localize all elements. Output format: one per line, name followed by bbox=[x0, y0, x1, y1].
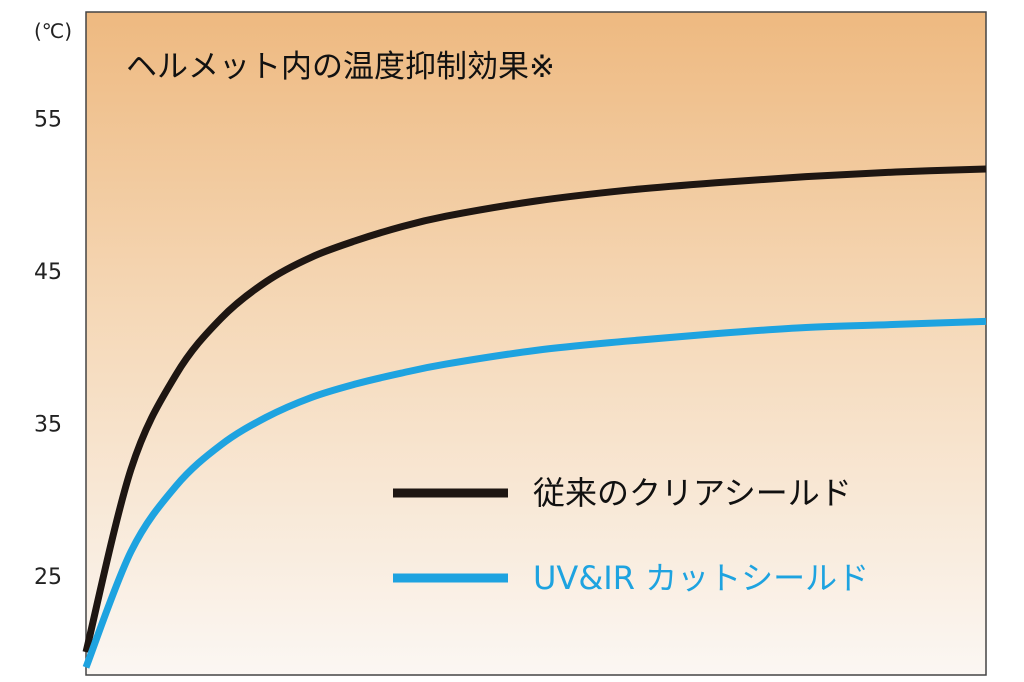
plot-area bbox=[85, 11, 987, 676]
y-tick-label: 45 bbox=[34, 260, 62, 285]
legend-label-2: UV&IR カットシールド bbox=[533, 559, 869, 597]
y-tick-label: 55 bbox=[34, 108, 62, 133]
chart-title: ヘルメット内の温度抑制効果※ bbox=[126, 49, 555, 85]
y-tick-label: 35 bbox=[34, 413, 62, 438]
legend-label-1: 従来のクリアシールド bbox=[533, 474, 852, 512]
y-unit-label: (℃) bbox=[34, 19, 72, 43]
series-line-1 bbox=[82, 165, 987, 653]
series-line-2 bbox=[82, 317, 987, 669]
y-tick-label: 25 bbox=[34, 565, 62, 590]
